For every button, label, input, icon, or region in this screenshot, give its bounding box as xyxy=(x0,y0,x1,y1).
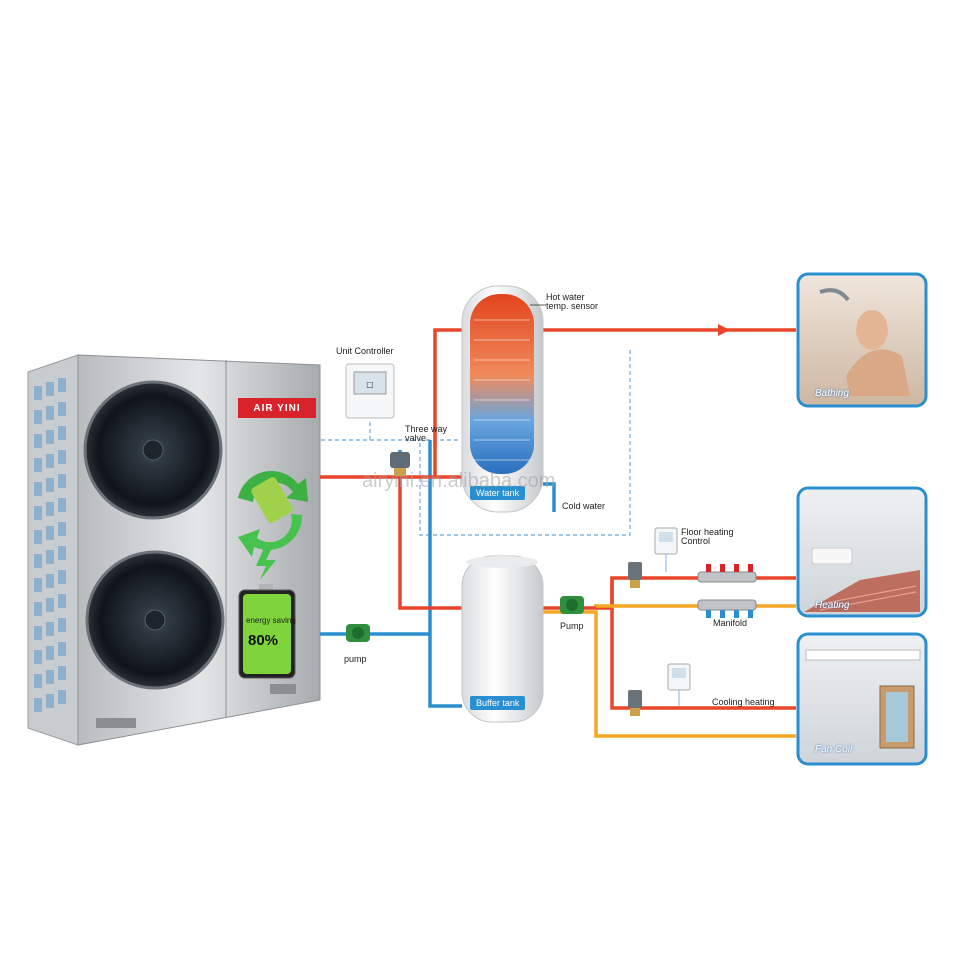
cooling-thermostat[interactable] xyxy=(668,664,690,690)
brand-label: AIR YINI xyxy=(238,398,316,418)
zone-valve-1[interactable] xyxy=(628,562,642,588)
pump-right-label: Pump xyxy=(560,622,584,631)
three-way-valve-label-2: valve xyxy=(405,434,426,443)
flow-arrow-icon xyxy=(718,324,730,336)
unit-controller-label: Unit Controller xyxy=(336,347,394,356)
manifold xyxy=(698,564,756,618)
fan-top xyxy=(85,382,221,518)
zone-valve-2[interactable] xyxy=(628,690,642,716)
cooling-heating-label: Cooling heating xyxy=(712,698,775,707)
pump-right-icon[interactable] xyxy=(560,596,584,614)
hot-water-sensor-label-2: temp. sensor xyxy=(546,302,598,311)
floor-heating-label-2: Control xyxy=(681,537,710,546)
svg-text:☐: ☐ xyxy=(366,378,373,392)
room-label-heating: Heating xyxy=(815,601,849,611)
floor-heating-thermostat[interactable] xyxy=(655,528,677,554)
watermark: airyini.en.alibaba.com xyxy=(362,470,555,493)
fan-bottom xyxy=(87,552,223,688)
manifold-label: Manifold xyxy=(713,619,747,628)
buffer-tank-label: Buffer tank xyxy=(470,696,525,710)
room-heating xyxy=(798,488,926,616)
pump-left-label: pump xyxy=(344,655,367,664)
energy-saving-value: 80% xyxy=(248,632,278,649)
room-bathing xyxy=(798,274,926,406)
room-label-bathing: Bathing xyxy=(815,389,849,399)
cold-water-label: Cold water xyxy=(562,502,605,511)
unit-controller[interactable]: ☐ xyxy=(346,364,394,418)
energy-saving-label: energy saving xyxy=(246,617,296,625)
pump-left-icon[interactable] xyxy=(346,624,370,642)
room-label-fan-coil: Fan Coil xyxy=(815,745,852,755)
